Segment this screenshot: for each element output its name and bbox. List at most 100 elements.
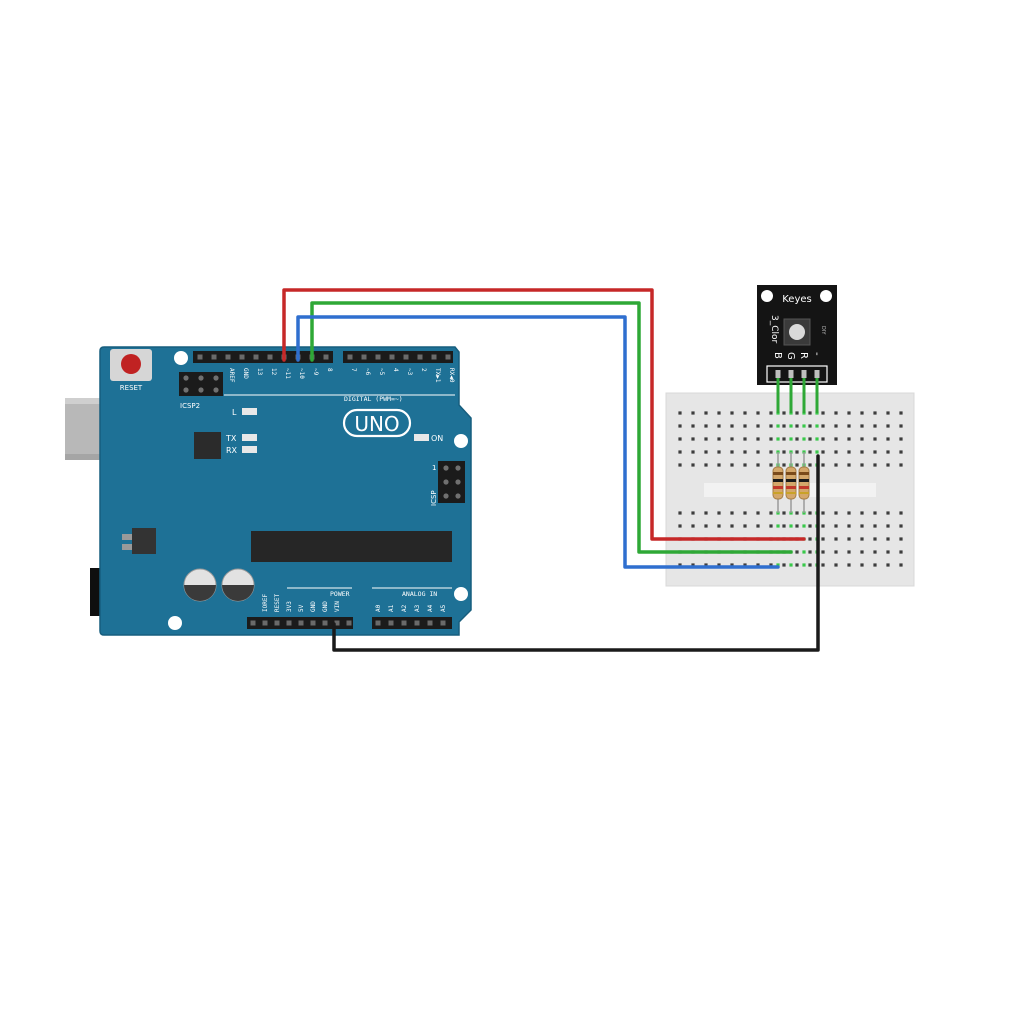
header-pin[interactable] [389,354,395,360]
uno-logo-text: UNO [354,412,399,436]
mounting-hole [761,290,773,302]
breadboard-hole [730,463,734,467]
analog-pin-label: A0 [375,604,382,612]
breadboard-hole [743,463,747,467]
breadboard-hole [886,524,890,528]
breadboard-hole [847,550,851,554]
breadboard-hole [808,563,812,567]
breadboard-hole [743,511,747,515]
breadboard-hole [795,424,799,428]
header-pin[interactable] [445,354,451,360]
header-pin[interactable] [375,354,381,360]
header-pin[interactable] [431,354,437,360]
breadboard-hole [717,411,721,415]
breadboard-hole [769,437,773,441]
module-code: DIY [820,326,826,335]
wire-pin-11-to-r [282,288,806,541]
breadboard-hole [860,463,864,467]
breadboard-hole-connected [776,563,780,567]
header-pin[interactable] [286,620,292,626]
header-pin[interactable] [250,620,256,626]
header-pin[interactable] [253,354,259,360]
header-pin[interactable] [440,620,446,626]
header-pin[interactable] [262,620,268,626]
breadboard-hole [886,411,890,415]
header-pin[interactable] [197,354,203,360]
led-on-label: ON [431,434,443,443]
breadboard-hole-connected [802,524,806,528]
breadboard-hole-connected [776,437,780,441]
breadboard-hole [899,437,903,441]
breadboard-hole [678,411,682,415]
breadboard-hole [756,511,760,515]
breadboard-hole [834,411,838,415]
breadboard-hole [743,424,747,428]
header-pin[interactable] [375,620,381,626]
breadboard-hole [704,437,708,441]
breadboard-hole [691,463,695,467]
header-pin[interactable] [323,354,329,360]
breadboard-hole [821,550,825,554]
header-pin[interactable] [298,620,304,626]
analog-pin-label: A2 [401,604,408,612]
breadboard [665,392,915,587]
icsp-label: ICSP [430,490,438,506]
reset-button[interactable] [121,354,141,374]
breadboard-hole [795,563,799,567]
module-pin-header [775,370,781,378]
header-pin[interactable] [427,620,433,626]
breadboard-hole [704,511,708,515]
header-pin[interactable] [322,620,328,626]
header-pin[interactable] [267,354,273,360]
breadboard-hole [860,411,864,415]
power-pin-label: GND [310,601,317,612]
breadboard-hole [678,511,682,515]
breadboard-hole [834,450,838,454]
breadboard-hole [873,463,877,467]
header-pin[interactable] [225,354,231,360]
header-pin[interactable] [274,620,280,626]
header-pin[interactable] [346,620,352,626]
header-pin[interactable] [417,354,423,360]
header-pin[interactable] [239,354,245,360]
mounting-hole [454,434,468,448]
power-pin-label: 5V [298,604,305,612]
breadboard-hole [743,437,747,441]
breadboard-hole [834,550,838,554]
breadboard-hole [847,450,851,454]
breadboard-hole [821,511,825,515]
breadboard-hole [704,524,708,528]
breadboard-hole [717,524,721,528]
header-pin[interactable] [334,620,340,626]
header-pin[interactable] [211,354,217,360]
mounting-hole [454,587,468,601]
breadboard-hole [847,511,851,515]
digital-pin-label: ~5 [378,368,385,376]
breadboard-hole [886,511,890,515]
header-pin[interactable] [347,354,353,360]
header-pin[interactable] [361,354,367,360]
breadboard-hole [782,437,786,441]
breadboard-hole [808,537,812,541]
header-pin[interactable] [403,354,409,360]
usb-chip [194,432,221,459]
breadboard-hole [782,411,786,415]
breadboard-hole [808,411,812,415]
header-pin[interactable] [388,620,394,626]
breadboard-hole-connected [789,524,793,528]
resistor [772,452,784,513]
breadboard-hole [769,463,773,467]
breadboard-hole [782,450,786,454]
header-pin[interactable] [414,620,420,626]
header-pin[interactable] [401,620,407,626]
breadboard-hole [873,550,877,554]
resistors [772,452,810,513]
breadboard-hole [704,411,708,415]
header-pin[interactable] [310,620,316,626]
breadboard-hole [873,437,877,441]
breadboard-hole [873,524,877,528]
breadboard-hole-connected [776,524,780,528]
breadboard-hole [795,511,799,515]
breadboard-hole [782,463,786,467]
